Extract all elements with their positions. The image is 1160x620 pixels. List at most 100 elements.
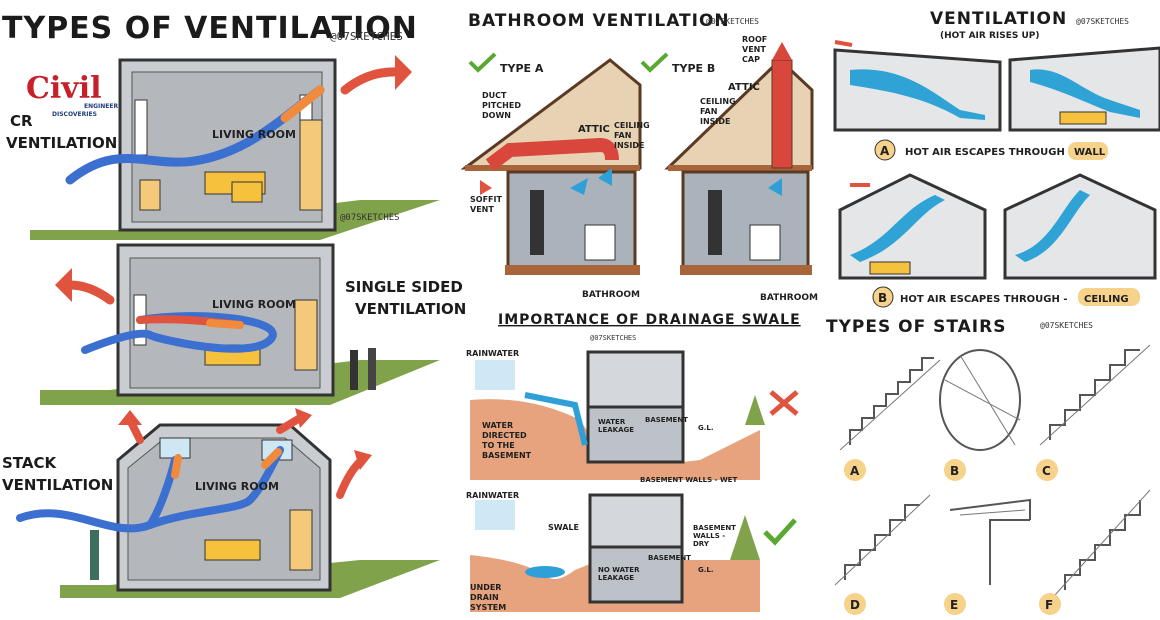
rain-grid [475, 500, 515, 530]
roof-vent-cap [772, 42, 792, 60]
badge-b [872, 286, 894, 308]
check-icon [763, 518, 797, 546]
roof-vent-label-2: VENT [742, 45, 766, 54]
bathroom-label: BATHROOM [760, 293, 818, 303]
exit-arrow-head [354, 450, 372, 470]
rainwater-label: RAINWATER [466, 491, 519, 500]
air-flow-shape [850, 69, 985, 120]
cross-label-1: CR [10, 112, 33, 130]
scenario-a-drawings [833, 40, 1160, 132]
shelf [299, 119, 323, 211]
exit-arrow-head [395, 55, 412, 90]
sofa [1059, 111, 1107, 125]
duct-red [485, 137, 619, 171]
handle-text: @07SKETCHES [340, 213, 400, 223]
bathroom-title: BATHROOM VENTILATION [468, 11, 730, 31]
highlight-b-box [1078, 288, 1140, 306]
badge-b-label: B [878, 291, 887, 305]
cross-icon [769, 390, 799, 416]
type-a-label: TYPE A [500, 62, 544, 75]
basement [586, 405, 685, 464]
walls-dry-1: BASEMENT [693, 524, 736, 532]
exit-arrow-head [118, 410, 142, 425]
logo-brand: Civil [26, 71, 102, 106]
stair-letter-f: F [1045, 598, 1053, 612]
hot-air-subtitle: (HOT AIR RISES UP) [940, 31, 1040, 41]
stack-label-2: VENTILATION [2, 476, 113, 494]
exit-arrow [65, 280, 115, 305]
exit-arrow [276, 414, 304, 434]
airflow-path-blue [16, 446, 284, 533]
exit-arrow [834, 40, 853, 47]
wet-scenario: RAINWATER WATER DIRECTED TO THE BASEMENT… [466, 349, 799, 484]
water-directed-4: BASEMENT [482, 451, 532, 460]
floor [680, 265, 812, 275]
stair-letter-a: A [850, 464, 860, 478]
logo-sub-discoveries: DISCOVERIES [52, 111, 97, 118]
airflow-path-blue [81, 312, 277, 354]
airflow-path-orange [171, 454, 182, 479]
ceiling-fan-label-2: FAN [700, 107, 717, 116]
no-leakage-2: LEAKAGE [598, 574, 634, 582]
person-figure [368, 348, 376, 390]
hot-air-panel: VENTILATION (HOT AIR RISES UP) @07SKETCH… [833, 9, 1160, 308]
toilet [584, 224, 616, 261]
handle-text: @07SKETCHES [1076, 17, 1129, 26]
swale-label: SWALE [548, 523, 579, 532]
ventilation-types-title: TYPES OF VENTILATION [2, 11, 418, 46]
water-leakage-2: LEAKAGE [598, 426, 634, 434]
tree [730, 515, 760, 560]
side-cabinet [139, 179, 161, 211]
person-figure [350, 350, 358, 390]
stair-f-drawing [1054, 489, 1151, 596]
ceiling-fan-label-1: CEILING [700, 97, 736, 106]
stair-a-drawing [839, 357, 941, 451]
soil [470, 399, 760, 480]
handle-text: @07SKETCHES [706, 17, 759, 26]
stairs-panel: TYPES OF STAIRS @07SKETCHES [826, 317, 1151, 615]
scenario-b-drawings [838, 173, 1157, 280]
upper-floor [586, 350, 685, 409]
upper-floor [588, 493, 684, 549]
air-flow-shape [1030, 69, 1140, 118]
cross-label-2: VENTILATION [6, 134, 117, 152]
highlight-a: WALL [1074, 147, 1106, 158]
person-figure [708, 190, 722, 255]
stair-letter-e: E [950, 598, 958, 612]
bathroom-ventilation-panel: BATHROOM VENTILATION @07SKETCHES TYPE A … [460, 11, 818, 303]
room-label: LIVING ROOM [212, 128, 296, 141]
room-label: LIVING ROOM [212, 298, 296, 311]
attic-label: ATTIC [728, 82, 760, 93]
ceiling-fan-label-3: INSIDE [614, 141, 645, 150]
caption-b: HOT AIR ESCAPES THROUGH - [900, 294, 1068, 305]
airflow-path-orange [280, 85, 325, 123]
highlight-b: CEILING [1084, 294, 1129, 305]
duct-label-2: PITCHED [482, 101, 521, 110]
air-arrow [570, 178, 588, 195]
stack-ventilation-room: LIVING ROOM STACK VENTILATION [2, 408, 440, 598]
stair-letter-badge [1036, 459, 1058, 481]
air-arrow [598, 168, 612, 186]
water-directed-3: TO THE [482, 441, 515, 450]
hot-air-title: VENTILATION [930, 9, 1067, 29]
no-leakage-1: NO WATER [598, 566, 640, 574]
walls-wet-label: BASEMENT WALLS - WET [640, 476, 737, 484]
stair-d-drawing [834, 494, 931, 586]
dry-scenario: RAINWATER SWALE NO WATER LEAKAGE BASEMEN… [466, 491, 797, 612]
rainwater-label: RAINWATER [466, 349, 519, 358]
floor [505, 265, 640, 275]
exit-arrow-head [55, 268, 72, 302]
toilet [749, 224, 781, 261]
type-b-label: TYPE B [672, 62, 715, 75]
highlight-a-box [1068, 142, 1108, 160]
basement-label: BASEMENT [645, 416, 688, 424]
ceiling-fan-label-2: FAN [614, 131, 631, 140]
type-a-house: DUCT PITCHED DOWN ATTIC CEILING FAN INSI… [460, 58, 650, 300]
air-flow-shape [850, 195, 945, 262]
under-drain-2: DRAIN [470, 593, 499, 602]
roof-vent-label-1: ROOF [742, 35, 767, 44]
stack-label-1: STACK [2, 454, 57, 472]
logo-background [22, 62, 122, 120]
house-section [838, 173, 987, 280]
stairs-title: TYPES OF STAIRS [826, 317, 1006, 337]
